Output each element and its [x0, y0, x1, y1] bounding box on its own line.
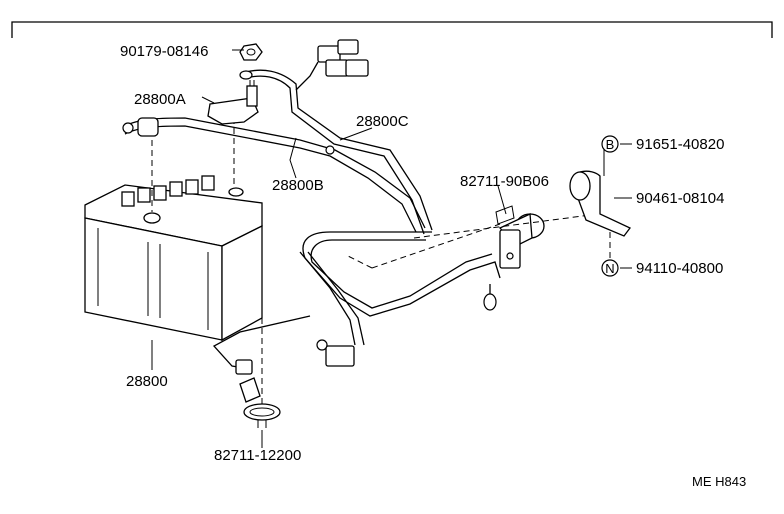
label-82711-90B06: 82711-90B06: [460, 173, 549, 190]
label-28800: 28800: [126, 373, 168, 390]
nut-90179: [239, 43, 263, 61]
svg-text:N: N: [605, 261, 614, 276]
clamp-82711-90B06: [347, 205, 545, 269]
marker-N: N: [601, 259, 619, 277]
cable-28800C: [239, 39, 433, 235]
svg-text:B: B: [606, 137, 615, 152]
cable-28800A: [207, 80, 259, 125]
diagram-code: ME H843: [692, 474, 746, 489]
battery: [84, 175, 263, 342]
label-90461-08104: 90461-08104: [636, 190, 724, 207]
frame-line: [11, 21, 773, 38]
sensor-wire: [212, 315, 311, 375]
label-28800C: 28800C: [356, 113, 409, 130]
battery-caps: [121, 175, 215, 207]
label-91651-40820: 91651-40820: [636, 136, 724, 153]
label-28800B: 28800B: [272, 177, 324, 194]
bracket-90461: [413, 140, 632, 262]
cable-28800B: [122, 117, 426, 233]
leader-lines: [151, 49, 632, 448]
label-90179-08146: 90179-08146: [120, 43, 208, 60]
clamp-82711-12200: [239, 318, 281, 428]
ground-cable: [299, 231, 501, 367]
label-28800A: 28800A: [134, 91, 186, 108]
label-94110-40800: 94110-40800: [636, 260, 723, 277]
marker-B: B: [601, 135, 619, 153]
label-82711-12200: 82711-12200: [214, 447, 301, 464]
